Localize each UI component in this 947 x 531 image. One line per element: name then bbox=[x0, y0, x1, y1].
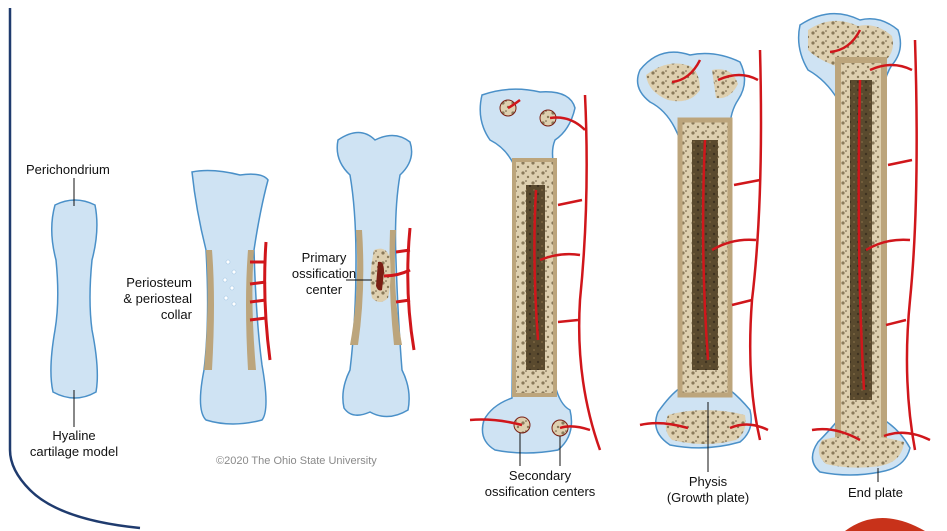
label-periosteum-line3: collar bbox=[100, 307, 192, 323]
label-periosteum-line1: Periosteum bbox=[100, 275, 192, 291]
label-primary-line1: Primary bbox=[284, 250, 364, 266]
label-hyaline-cartilage-model: Hyaline cartilage model bbox=[22, 428, 126, 460]
label-primary-line2: ossification bbox=[284, 266, 364, 282]
label-physis-line2: (Growth plate) bbox=[655, 490, 761, 506]
label-hyaline-line1: Hyaline bbox=[22, 428, 126, 444]
label-primary-ossification-center: Primary ossification center bbox=[284, 250, 364, 298]
label-physis-line1: Physis bbox=[655, 474, 761, 490]
label-secondary-line2: ossification centers bbox=[470, 484, 610, 500]
label-periosteum-line2: & periosteal bbox=[100, 291, 192, 307]
label-perichondrium: Perichondrium bbox=[26, 162, 110, 178]
stage-growth-plate bbox=[638, 50, 768, 472]
label-periosteal-collar: Periosteum & periosteal collar bbox=[100, 275, 192, 323]
label-hyaline-line2: cartilage model bbox=[22, 444, 126, 460]
label-primary-line3: center bbox=[284, 282, 364, 298]
stage-end-plate bbox=[799, 14, 930, 482]
stage-periosteal-collar bbox=[192, 171, 270, 424]
label-secondary-line1: Secondary bbox=[470, 468, 610, 484]
corner-ornament bbox=[845, 518, 925, 531]
copyright-notice: ©2020 The Ohio State University bbox=[216, 455, 377, 467]
label-end-plate: End plate bbox=[848, 485, 903, 501]
label-physis-growth-plate: Physis (Growth plate) bbox=[655, 474, 761, 506]
stage-cartilage-model bbox=[51, 178, 97, 427]
stage-secondary-ossification bbox=[470, 89, 600, 466]
label-secondary-ossification-centers: Secondary ossification centers bbox=[470, 468, 610, 500]
